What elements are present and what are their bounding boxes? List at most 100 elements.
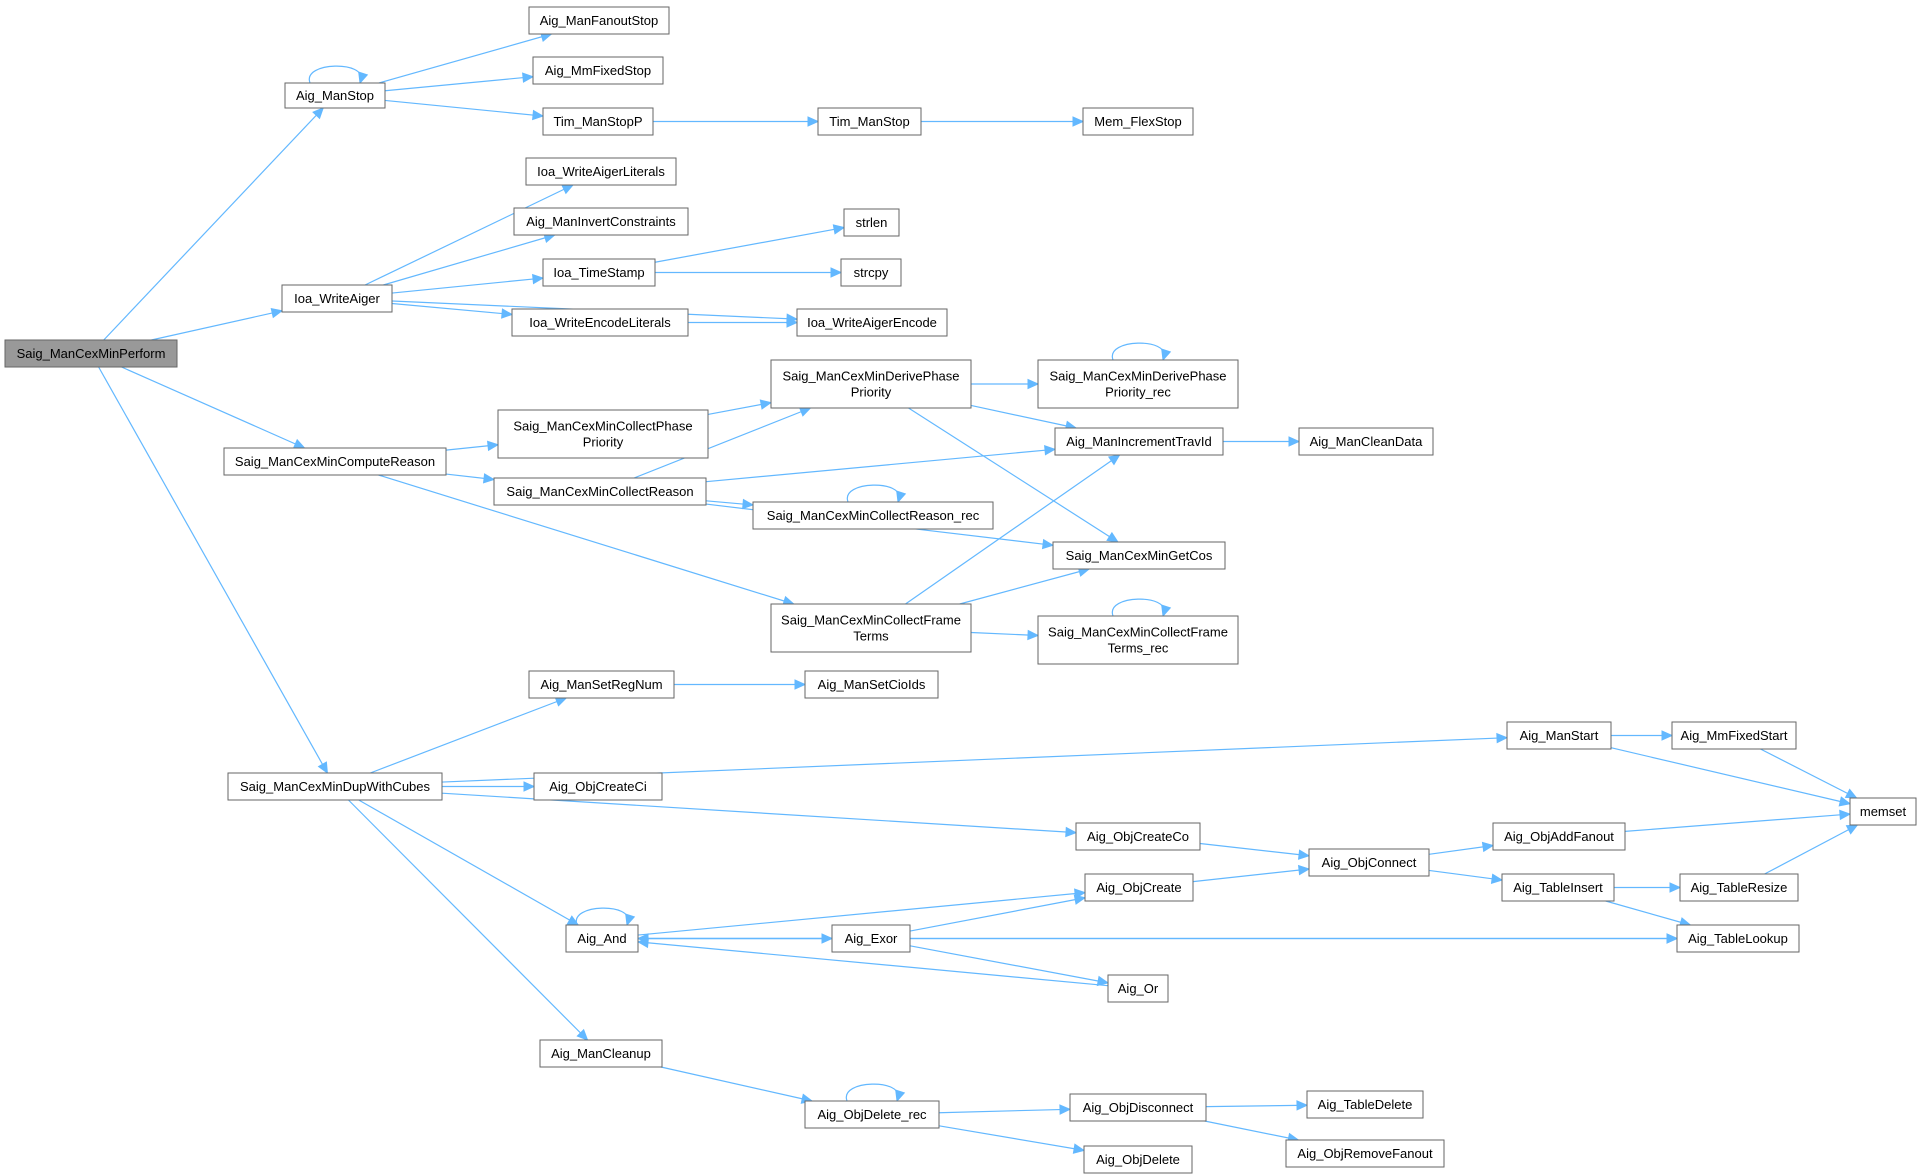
edge-line — [103, 107, 324, 341]
node-timestamp[interactable]: Ioa_TimeStamp — [542, 258, 656, 287]
edge-arrowhead — [1666, 933, 1679, 944]
node-label: Saig_ManCexMinCollectFrame — [781, 613, 961, 628]
node-label: Aig_MmFixedStop — [545, 63, 651, 78]
node-dupwithcubes[interactable]: Saig_ManCexMinDupWithCubes — [227, 772, 443, 801]
edge-perform-to-computereason — [121, 366, 306, 449]
node-strlen[interactable]: strlen — [843, 208, 900, 237]
edge-writeencodeliterals-to-writeaigerencode — [688, 317, 799, 328]
node-tableinsert[interactable]: Aig_TableInsert — [1501, 873, 1615, 902]
edge-line — [654, 226, 845, 263]
edge-arrowhead — [1027, 378, 1040, 390]
node-writeencodeliterals[interactable]: Ioa_WriteEncodeLiterals — [511, 308, 689, 337]
node-strcpy[interactable]: strcpy — [840, 258, 902, 287]
node-mmfixedstop[interactable]: Aig_MmFixedStop — [532, 56, 664, 85]
edge-objconnect-to-objaddfanout — [1428, 841, 1495, 855]
node-box — [843, 208, 900, 237]
node-or[interactable]: Aig_Or — [1107, 974, 1169, 1003]
edge-line — [364, 184, 574, 286]
edge-arrowhead — [742, 498, 755, 510]
edge-arrowhead — [566, 915, 580, 926]
node-maninvertconstraints[interactable]: Aig_ManInvertConstraints — [513, 207, 689, 236]
node-box — [511, 308, 689, 337]
node-collectreason[interactable]: Saig_ManCexMinCollectReason — [493, 477, 707, 506]
node-setregnum[interactable]: Aig_ManSetRegNum — [528, 670, 675, 699]
node-objdeleterec[interactable]: Aig_ObjDelete_rec — [804, 1100, 940, 1129]
edge-tableinsert-to-tableresize — [1614, 882, 1682, 893]
node-box — [831, 924, 911, 953]
node-writeaigerliterals[interactable]: Ioa_WriteAigerLiterals — [525, 157, 677, 186]
node-objremovefanout[interactable]: Aig_ObjRemoveFanout — [1285, 1139, 1445, 1168]
node-label: Saig_ManCexMinCollectReason_rec — [767, 508, 980, 523]
edge-arrowhead — [487, 440, 500, 452]
node-manstop[interactable]: Aig_ManStop — [284, 82, 386, 109]
node-box — [752, 501, 994, 530]
edge-line — [637, 892, 1086, 936]
node-box — [227, 772, 443, 801]
node-timmanstop[interactable]: Tim_ManStop — [817, 107, 922, 136]
node-tableresize[interactable]: Aig_TableResize — [1679, 873, 1799, 902]
node-collectreasonrec[interactable]: Saig_ManCexMinCollectReason_rec — [752, 501, 994, 530]
edge-arrowhead — [1845, 824, 1859, 835]
node-label: Aig_ManCleanData — [1310, 434, 1424, 449]
node-box — [542, 258, 656, 287]
edge-objdisconnect-to-objremovefanout — [1204, 1120, 1300, 1144]
edge-arrowhead — [1288, 436, 1301, 447]
node-objcreate[interactable]: Aig_ObjCreate — [1084, 873, 1194, 902]
node-manstart[interactable]: Aig_ManStart — [1506, 721, 1612, 750]
edge-derivephasepriority-to-incrementtravid — [970, 404, 1078, 431]
node-perform[interactable]: Saig_ManCexMinPerform — [4, 339, 178, 368]
node-mmfixedstart[interactable]: Aig_MmFixedStart — [1671, 721, 1797, 750]
node-label: Aig_And — [577, 931, 626, 946]
node-objdisconnect[interactable]: Aig_ObjDisconnect — [1069, 1093, 1207, 1122]
edge-arrowhead — [794, 679, 807, 690]
node-computereason[interactable]: Saig_ManCexMinComputeReason — [223, 447, 447, 476]
edge-derivephasepriorityrec-to-derivephasepriorityrec — [1111, 342, 1172, 362]
node-incrementtravid[interactable]: Aig_ManIncrementTravId — [1054, 427, 1224, 456]
edge-perform-to-writeaiger — [151, 307, 284, 341]
node-box — [1306, 1090, 1424, 1119]
edge-arrowhead — [292, 438, 306, 449]
edge-arrowhead — [1027, 629, 1040, 641]
node-cleandata[interactable]: Aig_ManCleanData — [1298, 427, 1434, 456]
node-box — [804, 1100, 940, 1129]
edge-collectframeterms-to-incrementtravid — [905, 454, 1121, 605]
node-memflexstop[interactable]: Mem_FlexStop — [1082, 107, 1194, 136]
edge-line — [98, 366, 328, 774]
node-label: Aig_ManInvertConstraints — [526, 214, 676, 229]
node-tablelookup[interactable]: Aig_TableLookup — [1676, 924, 1800, 953]
node-label: Aig_TableResize — [1691, 880, 1788, 895]
edge-arrowhead — [1107, 454, 1121, 466]
node-fanoutstop[interactable]: Aig_ManFanoutStop — [528, 6, 670, 35]
node-objconnect[interactable]: Aig_ObjConnect — [1308, 848, 1430, 877]
node-and[interactable]: Aig_And — [565, 924, 639, 953]
node-getcos[interactable]: Saig_ManCexMinGetCos — [1052, 541, 1226, 570]
edge-arrowhead — [317, 761, 328, 775]
node-mancleanup[interactable]: Aig_ManCleanup — [539, 1039, 663, 1068]
node-box — [1671, 721, 1797, 750]
node-objcreateci[interactable]: Aig_ObjCreateCi — [533, 772, 663, 801]
node-objdelete[interactable]: Aig_ObjDelete — [1083, 1145, 1193, 1174]
node-writeaiger[interactable]: Ioa_WriteAiger — [281, 284, 393, 313]
node-label: Tim_ManStop — [829, 114, 909, 129]
node-timmanstopp[interactable]: Tim_ManStopP — [542, 107, 654, 136]
node-label: Aig_ManStop — [296, 88, 374, 103]
edge-writeaiger-to-maninvertconstraints — [383, 232, 556, 286]
edge-collectreasonrec-to-collectreasonrec — [846, 484, 907, 504]
edge-line — [1205, 1104, 1308, 1108]
node-exor[interactable]: Aig_Exor — [831, 924, 911, 953]
node-objaddfanout[interactable]: Aig_ObjAddFanout — [1492, 822, 1626, 851]
node-writeaigerencode[interactable]: Ioa_WriteAigerEncode — [796, 308, 948, 337]
edge-line — [384, 99, 544, 117]
node-label: Aig_ObjCreateCi — [549, 779, 647, 794]
node-objcreateco[interactable]: Aig_ObjCreateCo — [1075, 822, 1201, 851]
edge-objdeleterec-to-objdeleterec — [845, 1083, 906, 1103]
node-memset[interactable]: memset — [1849, 797, 1917, 826]
node-box — [1308, 848, 1430, 877]
node-setcioids[interactable]: Aig_ManSetCioIds — [804, 670, 939, 699]
node-tabledelete[interactable]: Aig_TableDelete — [1306, 1090, 1424, 1119]
